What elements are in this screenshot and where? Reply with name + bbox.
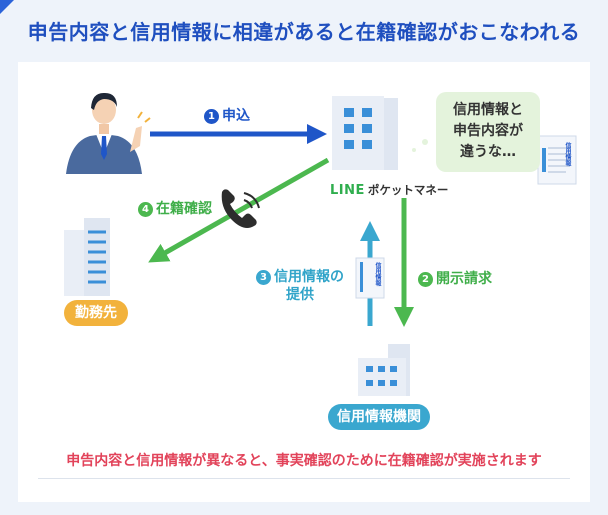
footer-note: 申告内容と信用情報が異なると、事実確認のために在籍確認が実施されます <box>66 453 542 469</box>
workplace-label: 勤務先 <box>64 300 128 326</box>
applicant-person-icon <box>66 92 151 174</box>
footer-divider <box>38 478 570 479</box>
document-text: 信用情報 <box>564 142 571 166</box>
corner-accent <box>0 0 14 14</box>
page-title: 申告内容と信用情報に相違があると在籍確認がおこなわれる <box>27 20 581 44</box>
thought-dot <box>422 139 428 145</box>
credit-document-icon <box>537 135 577 185</box>
diagram-graphics <box>64 92 577 396</box>
workplace-building-icon <box>64 218 110 296</box>
document-text-small: 信用情報 <box>374 262 381 286</box>
company-building-icon <box>332 96 398 170</box>
thought-dot <box>412 148 416 152</box>
credit-bureau-building-icon <box>358 344 410 396</box>
thought-bubble: 信用情報と 申告内容が 違うな… <box>436 92 540 172</box>
credit-bureau-label: 信用情報機関 <box>328 404 430 430</box>
verification-arrow <box>148 157 330 263</box>
phone-icon <box>221 189 260 228</box>
credit-document-small-icon <box>355 257 385 299</box>
